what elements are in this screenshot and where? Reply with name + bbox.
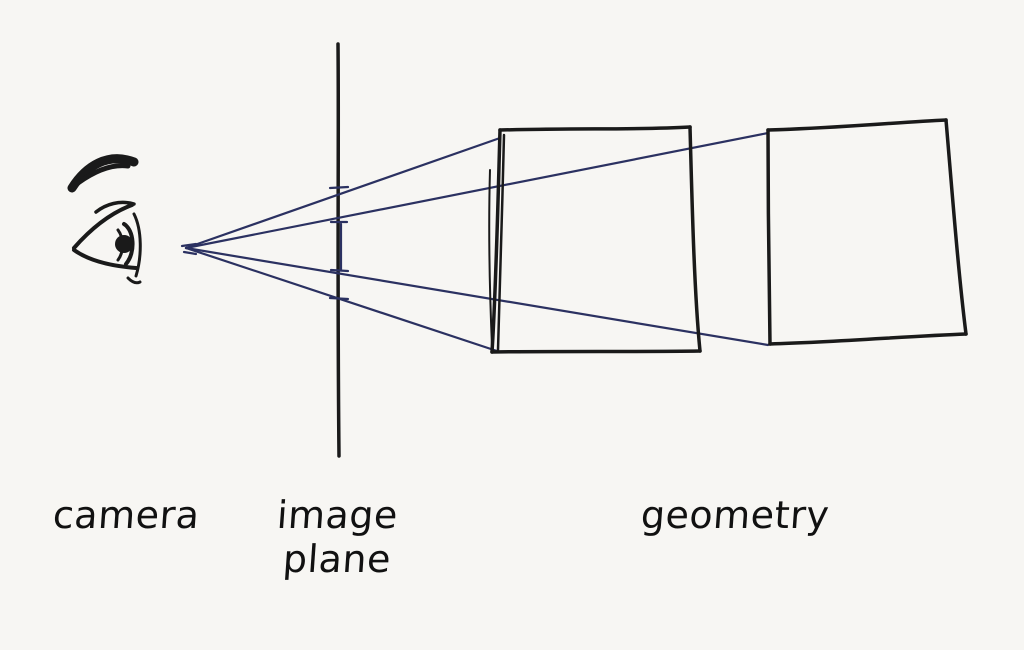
eye-icon (67, 154, 142, 285)
label-image-plane: image plane (262, 493, 412, 581)
label-image-plane-line1: image (275, 493, 400, 537)
label-camera: camera (46, 493, 206, 538)
label-image-plane-line2: plane (281, 536, 393, 581)
label-geometry-text: geometry (639, 493, 831, 537)
label-camera-text: camera (51, 493, 201, 537)
projection-rays (180, 131, 770, 354)
near-box (488, 125, 702, 354)
far-box (766, 118, 968, 346)
image-plane-line (336, 42, 341, 458)
label-geometry: geometry (630, 493, 840, 538)
